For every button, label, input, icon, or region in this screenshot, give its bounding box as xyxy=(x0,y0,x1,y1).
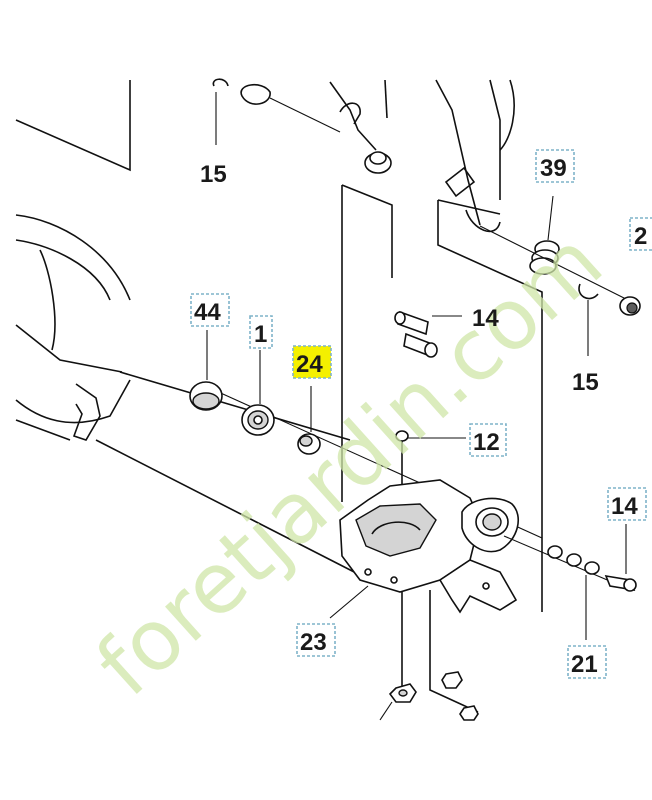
svg-text:1: 1 xyxy=(254,321,267,348)
svg-text:15: 15 xyxy=(200,161,227,188)
label-15-top: 15 xyxy=(200,161,227,188)
drawing-lines xyxy=(15,78,641,721)
label-12: 12 xyxy=(469,423,507,457)
label-24-highlighted: 24 xyxy=(292,345,332,379)
label-2-cropped: 2 xyxy=(629,217,652,251)
svg-text:14: 14 xyxy=(472,305,499,332)
label-15-right: 15 xyxy=(572,369,599,396)
svg-text:21: 21 xyxy=(571,651,598,678)
label-14-right: 14 xyxy=(607,487,647,521)
svg-text:2: 2 xyxy=(634,223,647,250)
label-1: 1 xyxy=(249,315,273,349)
svg-text:24: 24 xyxy=(296,351,323,378)
svg-text:23: 23 xyxy=(300,629,327,656)
svg-text:14: 14 xyxy=(611,493,638,520)
part-labels: 15 39 2 14 15 44 1 24 12 xyxy=(190,149,652,679)
svg-text:15: 15 xyxy=(572,369,599,396)
label-14-top: 14 xyxy=(472,305,499,332)
watermark: foretjardin.com xyxy=(78,212,621,715)
label-39: 39 xyxy=(535,149,575,183)
label-44: 44 xyxy=(190,293,230,327)
svg-text:12: 12 xyxy=(473,429,500,456)
svg-text:39: 39 xyxy=(540,155,567,182)
watermark-text: foretjardin.com xyxy=(78,212,621,715)
label-21: 21 xyxy=(567,645,607,679)
svg-text:44: 44 xyxy=(194,299,221,326)
label-23: 23 xyxy=(296,623,336,657)
